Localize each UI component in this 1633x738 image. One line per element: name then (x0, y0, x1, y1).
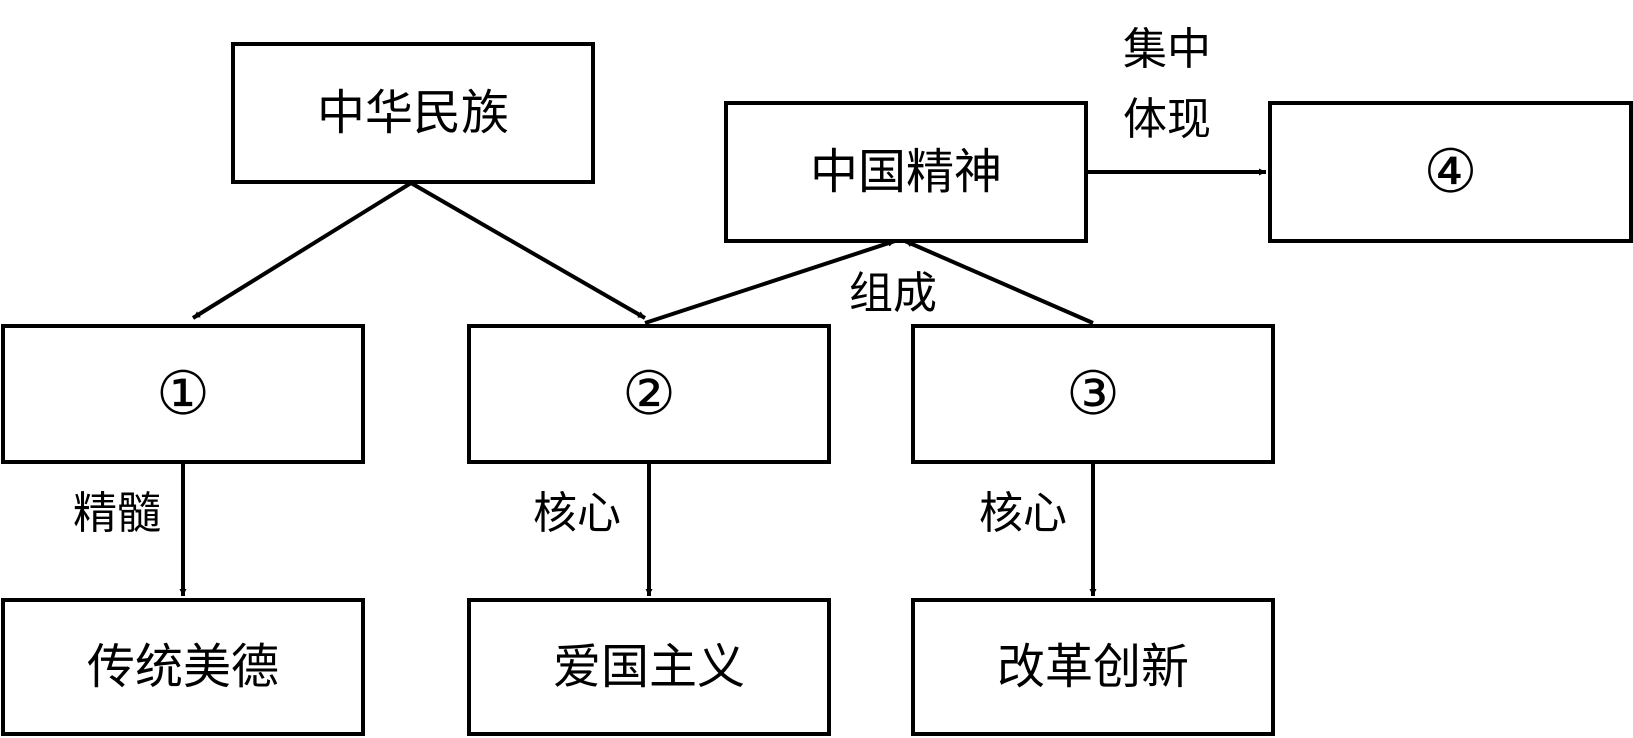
node-gaige-chuangxin: 改革创新 (911, 598, 1275, 736)
node-blank-3-text: ③ (1066, 359, 1120, 429)
node-aiguo-zhuyi: 爱国主义 (467, 598, 831, 736)
node-blank-4: ④ (1268, 101, 1633, 243)
node-blank-1: ① (1, 324, 365, 464)
node-zhongguo-jingshen: 中国精神 (724, 101, 1088, 243)
edge-label-hexin-left: 核心 (533, 488, 621, 539)
edge-blank2-to-jingshen (644, 239, 896, 325)
edge-minzu-to-blank1 (191, 181, 413, 320)
node-blank-2-text: ② (622, 359, 676, 429)
edge-label-hexin-right: 核心 (979, 488, 1067, 539)
node-zhonghua-minzu: 中华民族 (231, 42, 595, 184)
node-blank-1-text: ① (156, 359, 210, 429)
node-blank-3: ③ (911, 324, 1275, 464)
node-chuantong-meide-text: 传统美德 (86, 639, 279, 695)
edge-label-jizhong: 集中 (1123, 24, 1211, 75)
node-zhongguo-jingshen-text: 中国精神 (809, 144, 1002, 200)
edge-label-jingsui: 精髓 (73, 488, 161, 539)
node-chuantong-meide: 传统美德 (1, 598, 365, 736)
node-gaige-chuangxin-text: 改革创新 (996, 639, 1189, 695)
edge-blank3-to-jingshen (904, 239, 1094, 325)
node-blank-2: ② (467, 324, 831, 464)
node-blank-4-text: ④ (1423, 137, 1478, 207)
edge-label-zucheng: 组成 (849, 268, 937, 319)
edge-label-tixian: 体现 (1123, 94, 1211, 145)
node-aiguo-zhuyi-text: 爱国主义 (552, 639, 745, 695)
edge-minzu-to-blank2 (410, 181, 646, 320)
node-zhonghua-minzu-text: 中华民族 (316, 85, 509, 141)
